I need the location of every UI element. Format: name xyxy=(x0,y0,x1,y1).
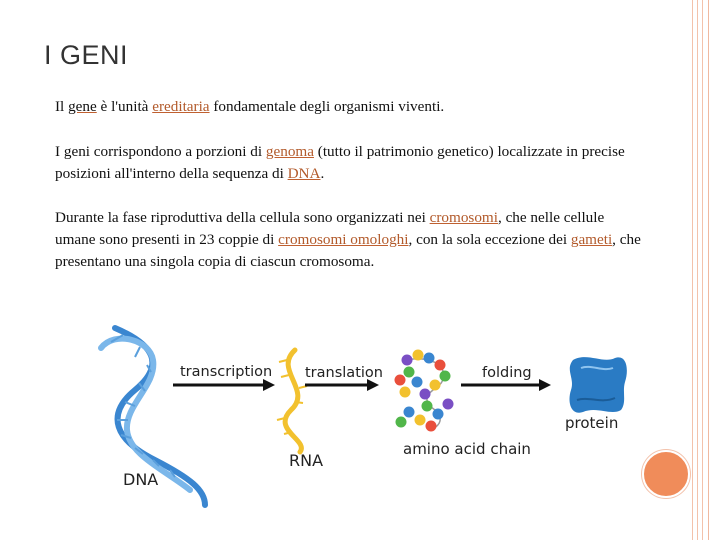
frame-line xyxy=(697,0,698,540)
link-gameti[interactable]: gameti xyxy=(570,231,613,248)
dna-helix-icon xyxy=(98,325,208,508)
link-ereditaria[interactable]: ereditaria xyxy=(152,98,210,115)
paragraph-gene-definition: Il gene è l'unità ereditaria fondamental… xyxy=(55,96,645,118)
link-dna[interactable]: DNA xyxy=(287,165,321,182)
slide-frame xyxy=(6,0,709,540)
amino-acid-chain-icon xyxy=(394,349,454,432)
text: , che presentano una singola copia di ci… xyxy=(55,231,641,270)
frame-line xyxy=(692,0,693,540)
text: . xyxy=(320,165,325,182)
slide-title: I GENI xyxy=(44,40,129,70)
rna-strand-icon xyxy=(276,347,308,455)
amino-acid-chain-label: amino acid chain xyxy=(403,440,531,458)
text: I geni corrispondono a porzioni di xyxy=(55,143,266,160)
text: , con la sola eccezione dei xyxy=(408,231,571,248)
term-gene[interactable]: gene xyxy=(68,98,97,115)
protein-icon xyxy=(569,357,627,413)
transcription-label: transcription xyxy=(180,364,272,380)
text: Il xyxy=(55,98,69,115)
text: (tutto il patrimonio genetico) localizza… xyxy=(55,143,625,182)
frame-line xyxy=(702,0,703,540)
paragraph-chromosomes: Durante la fase riproduttiva della cellu… xyxy=(55,207,645,273)
text: Durante la fase riproduttiva della cellu… xyxy=(55,209,430,226)
link-genoma[interactable]: genoma xyxy=(265,143,314,160)
gene-expression-diagram: DNA transcription RNA translation xyxy=(98,325,627,508)
rna-label: RNA xyxy=(289,451,323,470)
arrow-icon xyxy=(461,379,551,391)
link-cromosomi-omologhi[interactable]: cromosomi omologhi xyxy=(278,231,409,248)
folding-label: folding xyxy=(482,365,532,381)
arrow-icon xyxy=(173,379,275,391)
paragraph-genome: I geni corrispondono a porzioni di genom… xyxy=(55,141,645,185)
arrow-icon xyxy=(305,379,379,391)
link-cromosomi[interactable]: cromosomi xyxy=(429,209,498,226)
text: è l'unità xyxy=(96,98,153,115)
protein-label: protein xyxy=(565,414,618,432)
decorative-circle xyxy=(642,450,690,498)
translation-label: translation xyxy=(305,365,383,381)
text: , che nelle cellule umane sono presenti … xyxy=(55,209,605,248)
text: fondamentale degli organismi viventi. xyxy=(209,98,445,115)
dna-label: DNA xyxy=(123,470,158,489)
